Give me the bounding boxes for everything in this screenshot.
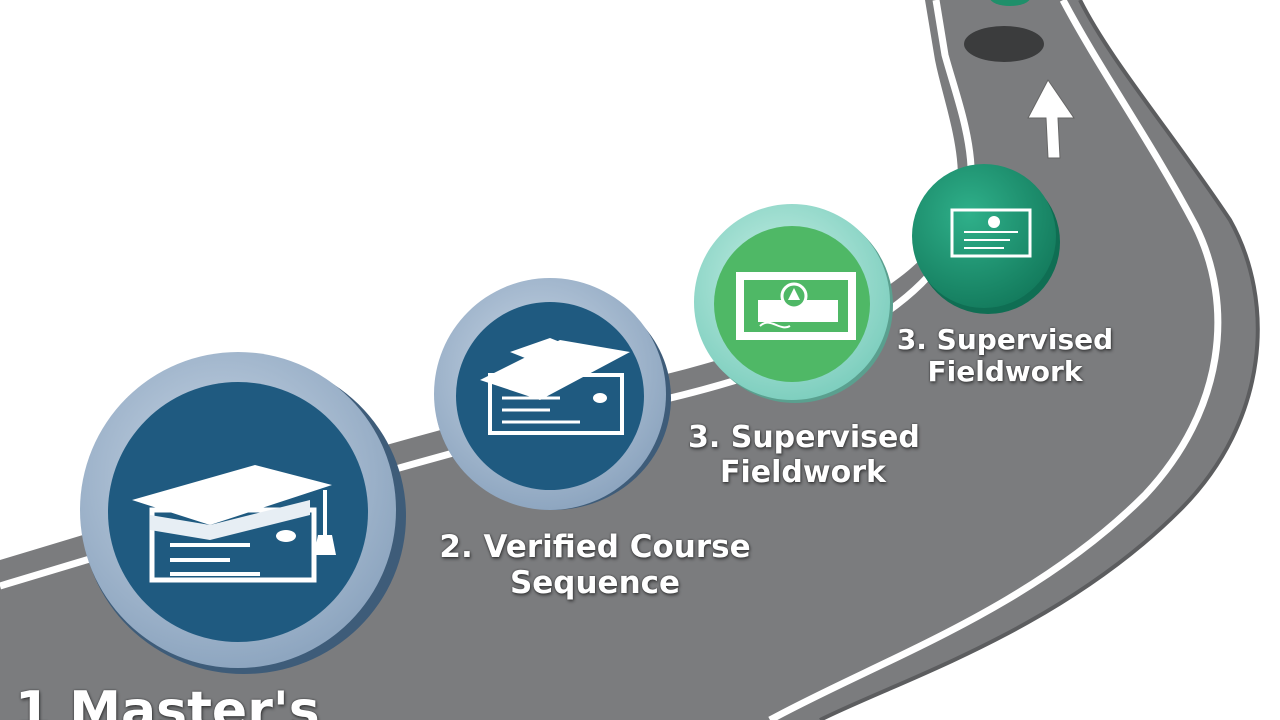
road-outer-edge bbox=[819, 0, 1260, 720]
step-3-label-line1: 3. Supervised bbox=[688, 420, 920, 455]
step-2-label: 2. Verified Course Sequence bbox=[425, 529, 765, 601]
step-4-label-line2: Fieldwork bbox=[927, 355, 1083, 389]
step-3-badge bbox=[694, 204, 893, 403]
certificate-icon bbox=[736, 272, 856, 340]
step-1-badge bbox=[80, 352, 406, 674]
certificate-icon bbox=[950, 208, 1032, 258]
step-4-badge bbox=[912, 164, 1060, 314]
arrow-up-icon bbox=[1027, 79, 1075, 159]
step-1-label: 1 Master's bbox=[15, 681, 375, 720]
graduation-cap-diploma-icon bbox=[132, 465, 336, 583]
step-2-label-line1: 2. Verified Course bbox=[439, 529, 751, 565]
step-4-label-line1: 3. Supervised bbox=[896, 323, 1114, 356]
step-1-label-line1: 1 Master's bbox=[15, 681, 320, 720]
road-marker-top bbox=[990, 0, 1030, 6]
graduation-cap-diploma-icon bbox=[480, 338, 630, 435]
step-3-label-line2: Fieldwork bbox=[720, 454, 886, 490]
step-2-badge bbox=[434, 278, 671, 510]
step-4-label: 3. Supervised Fieldwork bbox=[895, 323, 1115, 389]
road-marker-dot bbox=[964, 26, 1044, 62]
step-3-label: 3. Supervised Fieldwork bbox=[688, 420, 920, 490]
road-edge-line-right bbox=[768, 0, 1222, 720]
step-2-label-line2: Sequence bbox=[509, 564, 681, 601]
